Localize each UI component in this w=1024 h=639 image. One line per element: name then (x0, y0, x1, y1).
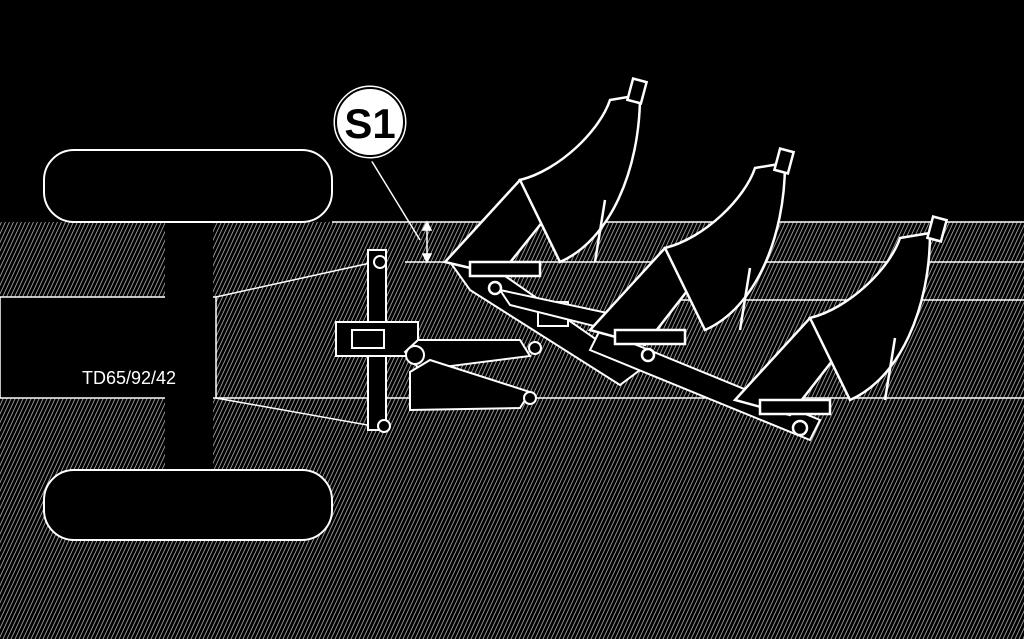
s1-callout-label: S1 (344, 100, 395, 147)
lower-link-line (215, 397, 385, 429)
model-label: TD65/92/42 (82, 368, 176, 388)
top-link-line (215, 259, 385, 298)
plough-body-2 (587, 147, 796, 363)
tractor-wheel-bottom (43, 469, 333, 541)
plough-body-1 (442, 77, 649, 296)
plough-body-3 (732, 215, 949, 437)
s1-dimension-arrow (367, 154, 433, 264)
s1-callout: S1 (330, 82, 410, 162)
tractor-axle (165, 222, 213, 470)
tractor-wheel-top (43, 149, 333, 223)
plough-headstock (335, 249, 419, 433)
